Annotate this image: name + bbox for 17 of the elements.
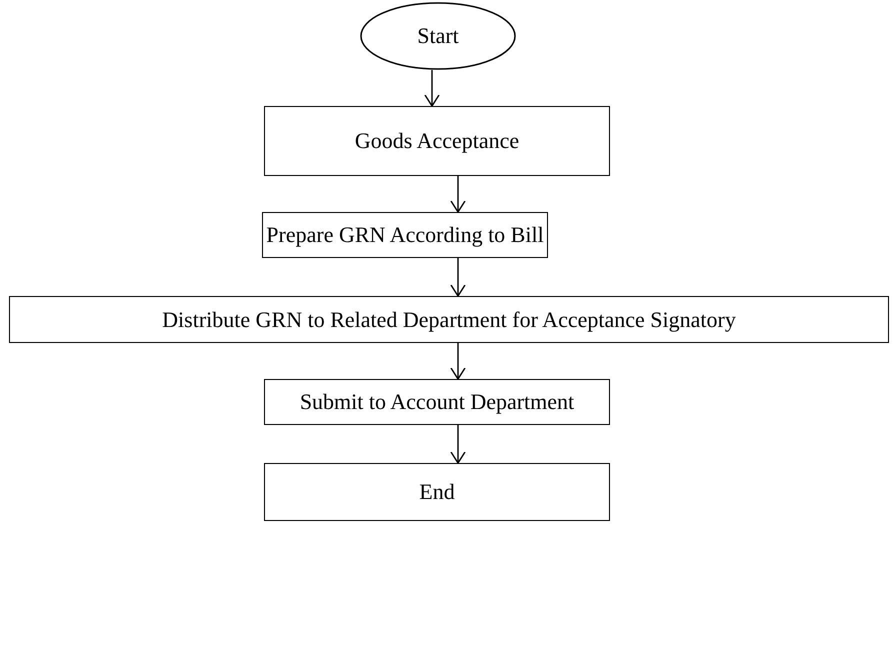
step-label: End — [419, 479, 455, 505]
step-label: Distribute GRN to Related Department for Acceptance Signatory — [162, 306, 736, 332]
process-box — [264, 463, 610, 521]
start-end-ellipse — [360, 2, 516, 70]
step-label: Start — [417, 23, 459, 49]
arrow — [424, 70, 440, 107]
arrow — [450, 258, 466, 297]
arrow — [450, 343, 466, 380]
step-label: Submit to Account Department — [300, 389, 574, 415]
arrow — [450, 425, 466, 464]
process-box — [264, 379, 610, 425]
arrow — [450, 176, 466, 213]
step-label: Prepare GRN According to Bill — [266, 222, 544, 248]
process-box — [264, 106, 610, 176]
step-label: Goods Acceptance — [354, 128, 520, 154]
process-box — [9, 296, 889, 343]
process-box — [262, 212, 548, 258]
